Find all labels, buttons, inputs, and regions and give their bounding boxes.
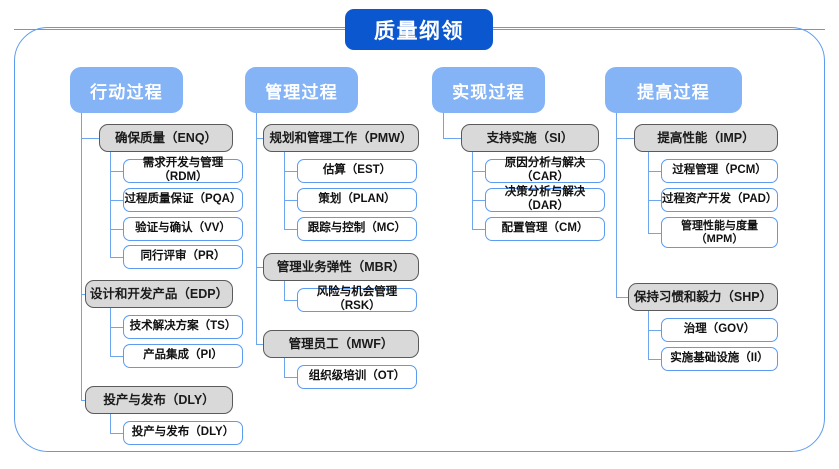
leaf-box-ii[interactable]: 实施基础设施（II） [661,347,778,371]
leaf-pi-stub [110,356,124,358]
leaf-pad-stub [648,200,662,202]
column-header-2[interactable]: 管理过程 [245,67,358,113]
leaf-rdm-stub [110,171,124,173]
leaf-pr-stub [110,257,124,259]
column-3-spine [443,113,445,139]
leaf-vv-stub [110,229,124,231]
leaf-box-pcm[interactable]: 过程管理（PCM） [661,159,778,183]
column-4-group-1-stub [616,138,635,140]
group-box-enq[interactable]: 确保质量（ENQ） [99,124,233,152]
group-pmw-spine [284,152,286,229]
leaf-box-pr[interactable]: 同行评审（PR） [123,245,243,269]
leaf-box-est[interactable]: 估算（EST） [297,159,417,183]
leaf-box-cm[interactable]: 配置管理（CM） [485,217,605,241]
leaf-mpm-stub [648,233,662,235]
leaf-gov-stub [648,330,662,332]
leaf-ii-stub [648,359,662,361]
column-header-4[interactable]: 提高过程 [605,67,742,113]
leaf-box-pad[interactable]: 过程资产开发（PAD） [661,188,778,212]
title-connector-right [492,29,825,31]
group-box-mwf[interactable]: 管理员工（MWF） [263,330,419,358]
group-edp-spine [110,308,112,356]
leaf-pqa-stub [110,200,124,202]
column-1-spine [81,113,83,401]
column-2-group-2-stub [256,267,265,269]
column-2-spine [256,113,258,345]
leaf-box-mpm[interactable]: 管理性能与度量 （MPM） [661,217,778,248]
group-box-si[interactable]: 支持实施（SI） [461,124,599,152]
leaf-dar-stub [472,200,486,202]
leaf-rsk-stub [284,300,298,302]
group-box-shp[interactable]: 保持习惯和毅力（SHP） [628,283,778,311]
leaf-box-car[interactable]: 原因分析与解决（CAR） [485,157,605,183]
leaf-plan-stub [284,200,298,202]
group-enq-spine [110,152,112,257]
leaf-box-rdm[interactable]: 需求开发与管理（RDM） [123,157,243,183]
leaf-est-stub [284,171,298,173]
column-header-3[interactable]: 实现过程 [432,67,545,113]
root-title: 质量纲领 [345,9,493,50]
group-shp-spine [648,311,650,359]
leaf-pcm-stub [648,171,662,173]
leaf-box-mc[interactable]: 跟踪与控制（MC） [297,217,417,241]
group-mbr-spine [284,281,286,301]
leaf-mc-stub [284,229,298,231]
leaf-ts-stub [110,327,124,329]
title-connector-left [14,29,346,31]
group-box-imp[interactable]: 提高性能（IMP） [634,124,778,152]
leaf-box-dly[interactable]: 投产与发布（DLY） [123,421,243,445]
group-box-mbr[interactable]: 管理业务弹性（MBR） [263,253,419,281]
group-imp-spine [648,152,650,234]
leaf-ot-stub [284,377,298,379]
leaf-box-plan[interactable]: 策划（PLAN） [297,188,417,212]
column-2-group-3-stub [256,344,265,346]
column-3-group-1-stub [443,138,462,140]
column-2-group-1-stub [256,138,265,140]
leaf-box-dar[interactable]: 决策分析与解决（DAR） [485,186,605,212]
leaf-dly-stub [110,433,124,435]
leaf-cm-stub [472,229,486,231]
leaf-box-ts[interactable]: 技术解决方案（TS） [123,315,243,339]
column-4-spine [616,113,618,298]
column-1-group-1-stub [81,138,100,140]
leaf-box-ot[interactable]: 组织级培训（OT） [297,365,417,389]
leaf-box-pi[interactable]: 产品集成（PI） [123,344,243,368]
group-box-edp[interactable]: 设计和开发产品（EDP） [85,280,233,308]
column-4-group-2-stub [616,297,635,299]
group-mwf-spine [284,358,286,378]
leaf-box-vv[interactable]: 验证与确认（VV） [123,217,243,241]
group-box-dly[interactable]: 投产与发布（DLY） [85,386,233,414]
leaf-box-rsk[interactable]: 风险与机会管理（RSK） [297,286,417,312]
group-dly-spine [110,414,112,434]
leaf-box-pqa[interactable]: 过程质量保证（PQA） [123,188,243,212]
group-box-pmw[interactable]: 规划和管理工作（PMW） [263,124,419,152]
group-si-spine [472,152,474,229]
leaf-box-gov[interactable]: 治理（GOV） [661,318,778,342]
column-header-1[interactable]: 行动过程 [70,67,183,113]
leaf-car-stub [472,171,486,173]
